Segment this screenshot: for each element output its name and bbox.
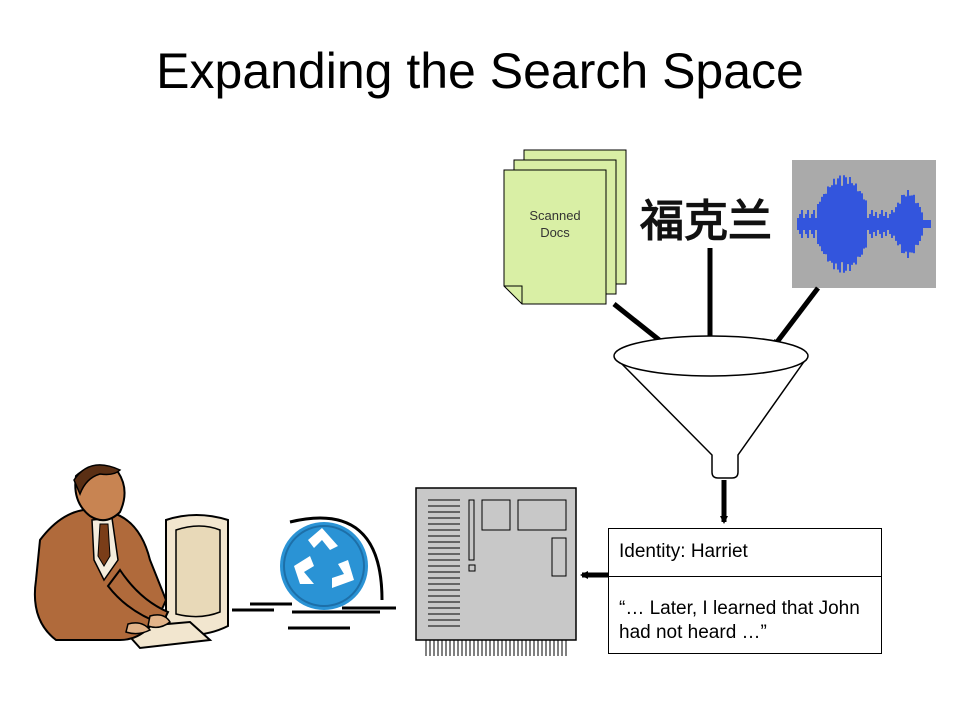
scanned-docs-label-line2: Docs	[540, 225, 570, 240]
slide-title: Expanding the Search Space	[156, 43, 804, 99]
funnel-icon	[613, 335, 809, 479]
box-divider	[609, 576, 881, 577]
recycle-icon	[232, 516, 396, 630]
quote-text: “… Later, I learned that John had not he…	[619, 598, 860, 643]
scanned-docs-icon: Scanned Docs	[503, 149, 627, 305]
server-icon	[415, 487, 577, 656]
scanned-docs-label-line1: Scanned	[529, 208, 580, 223]
arrow-audio-to-funnel	[772, 286, 820, 348]
chinese-text-background	[632, 190, 782, 246]
person-at-computer-icon	[33, 464, 229, 650]
output-text-box: Identity: Harriet “… Later, I learned th…	[608, 528, 882, 654]
waveform-icon	[792, 160, 936, 288]
chinese-text: 福克兰	[639, 197, 772, 246]
identity-label: Identity: Harriet	[619, 541, 748, 562]
